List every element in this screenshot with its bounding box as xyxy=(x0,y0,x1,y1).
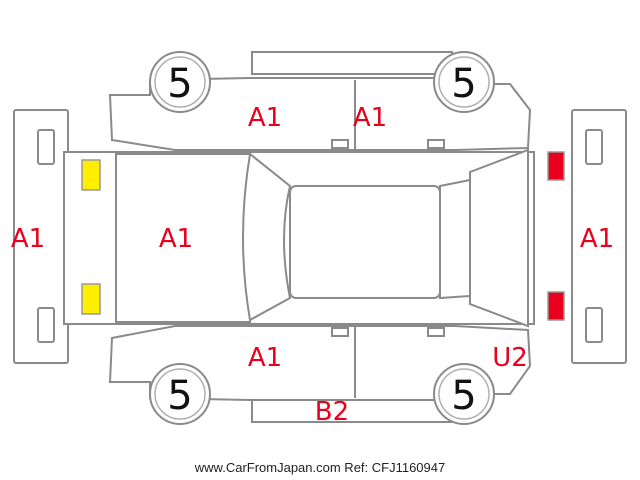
front-lamp-bottom xyxy=(81,283,101,315)
tire-rear-left: 5 xyxy=(433,51,495,113)
tire-rear-right-value: 5 xyxy=(451,373,476,419)
tire-rear-right: 5 xyxy=(433,363,495,425)
footer-reference: www.CarFromJapan.com Ref: CFJ1160947 xyxy=(194,460,445,475)
top-view-body xyxy=(63,148,535,328)
label-bottom-rear-quarter: U2 xyxy=(492,343,528,373)
label-front-bumper: A1 xyxy=(11,224,45,254)
tire-front-right: 5 xyxy=(149,363,211,425)
label-rear-bumper: A1 xyxy=(580,224,614,254)
bottom-side-body xyxy=(108,325,532,423)
rear-lamp-bottom xyxy=(547,291,565,321)
rear-lamp-top xyxy=(547,151,565,181)
label-hood: A1 xyxy=(159,224,193,254)
label-bottom-front-door: A1 xyxy=(248,343,282,373)
rear-bumper xyxy=(571,109,627,364)
tire-front-left-value: 5 xyxy=(167,61,192,107)
tire-front-right-value: 5 xyxy=(167,373,192,419)
tire-rear-left-value: 5 xyxy=(451,61,476,107)
label-bottom-rocker: B2 xyxy=(315,397,349,427)
front-lamp-top xyxy=(81,159,101,191)
label-top-front-door: A1 xyxy=(248,103,282,133)
tire-front-left: 5 xyxy=(149,51,211,113)
label-top-rear-door: A1 xyxy=(353,103,387,133)
